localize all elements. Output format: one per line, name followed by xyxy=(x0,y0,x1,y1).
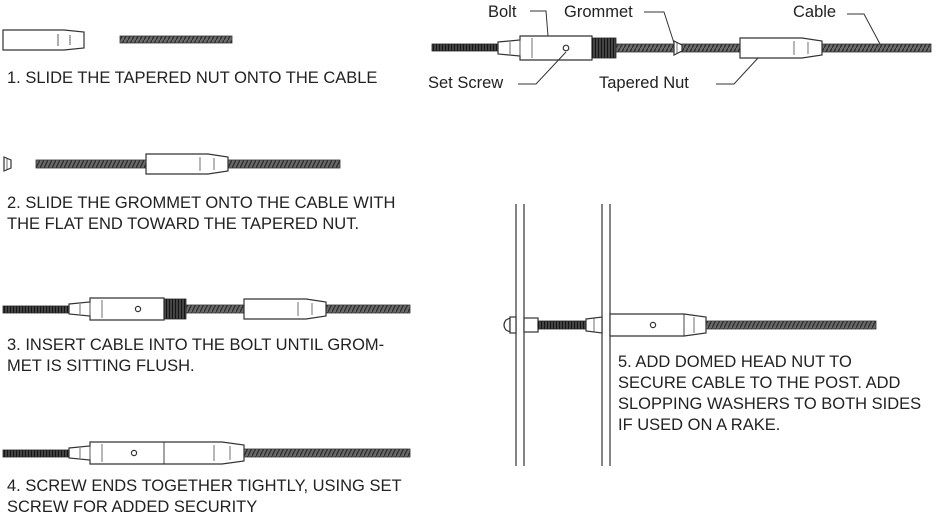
step-1-instruction: 1. SLIDE THE TAPERED NUT ONTO THE CABLE xyxy=(7,68,377,89)
step3-threaded-stud xyxy=(2,305,70,314)
step3-bolt xyxy=(68,297,165,321)
step4-cable xyxy=(243,448,411,458)
assembly-threaded-stud xyxy=(431,43,499,52)
step-5-line-3: SLOPPING WASHERS TO BOTH SIDES xyxy=(618,395,922,413)
step1-tapered-nut xyxy=(2,29,85,51)
step2-grommet xyxy=(3,156,12,172)
step-4-instruction: 4. SCREW ENDS TOGETHER TIGHTLY, USING SE… xyxy=(7,476,402,518)
step5-domed-nut xyxy=(503,316,517,334)
step-3-instruction: 3. INSERT CABLE INTO THE BOLT UNTIL GROM… xyxy=(7,335,384,377)
label-cable: Cable xyxy=(793,3,837,21)
step-4-line-2: SCREW FOR ADDED SECURITY xyxy=(7,498,258,516)
step4-threaded-stud xyxy=(2,449,70,458)
assembly-set-screw xyxy=(562,44,570,52)
assembly-bolt-thread xyxy=(591,37,617,59)
assembly-grommet xyxy=(673,40,683,56)
label-grommet: Grommet xyxy=(564,3,633,21)
step5-threaded-stud xyxy=(537,320,587,330)
step-2-line-1: 2. SLIDE THE GROMMET ONTO THE CABLE WITH xyxy=(7,194,396,212)
step1-cable xyxy=(119,35,233,44)
step-1-line-1: 1. SLIDE THE TAPERED NUT ONTO THE CABLE xyxy=(7,69,378,87)
step3-bolt-thread xyxy=(163,298,187,320)
assembly-bolt xyxy=(497,35,593,61)
step5-post-right xyxy=(601,204,611,466)
callout-leaders xyxy=(518,10,881,85)
step-4-line-1: 4. SCREW ENDS TOGETHER TIGHTLY, USING SE… xyxy=(7,477,402,495)
label-set-screw: Set Screw xyxy=(428,74,504,92)
step2-tapered-nut xyxy=(145,153,229,175)
step-2-line-2: THE FLAT END TOWARD THE TAPERED NUT. xyxy=(7,215,360,233)
step-2-instruction: 2. SLIDE THE GROMMET ONTO THE CABLE WITH… xyxy=(7,193,395,235)
step-5-line-2: SECURE CABLE TO THE POST. ADD xyxy=(618,374,901,392)
step5-washer-left xyxy=(523,317,539,333)
label-bolt: Bolt xyxy=(488,3,517,21)
step4-joined-body xyxy=(68,441,245,465)
step3-tapered-nut xyxy=(243,298,327,320)
step-3-line-1: 3. INSERT CABLE INTO THE BOLT UNTIL GROM… xyxy=(7,336,385,354)
step-5-line-4: IF USED ON A RAKE. xyxy=(618,416,781,434)
step5-bolt-fitting xyxy=(585,316,603,334)
step-3-line-2: MET IS SITTING FLUSH. xyxy=(7,357,195,375)
assembly-tapered-nut xyxy=(739,37,823,59)
step5-cable xyxy=(705,320,877,330)
step5-post-left xyxy=(515,204,525,466)
step5-bolt xyxy=(609,313,707,337)
label-tapered-nut: Tapered Nut xyxy=(599,74,689,92)
step-5-line-1: 5. ADD DOMED HEAD NUT TO xyxy=(618,353,852,371)
step-5-instruction: 5. ADD DOMED HEAD NUT TO SECURE CABLE TO… xyxy=(618,352,921,436)
